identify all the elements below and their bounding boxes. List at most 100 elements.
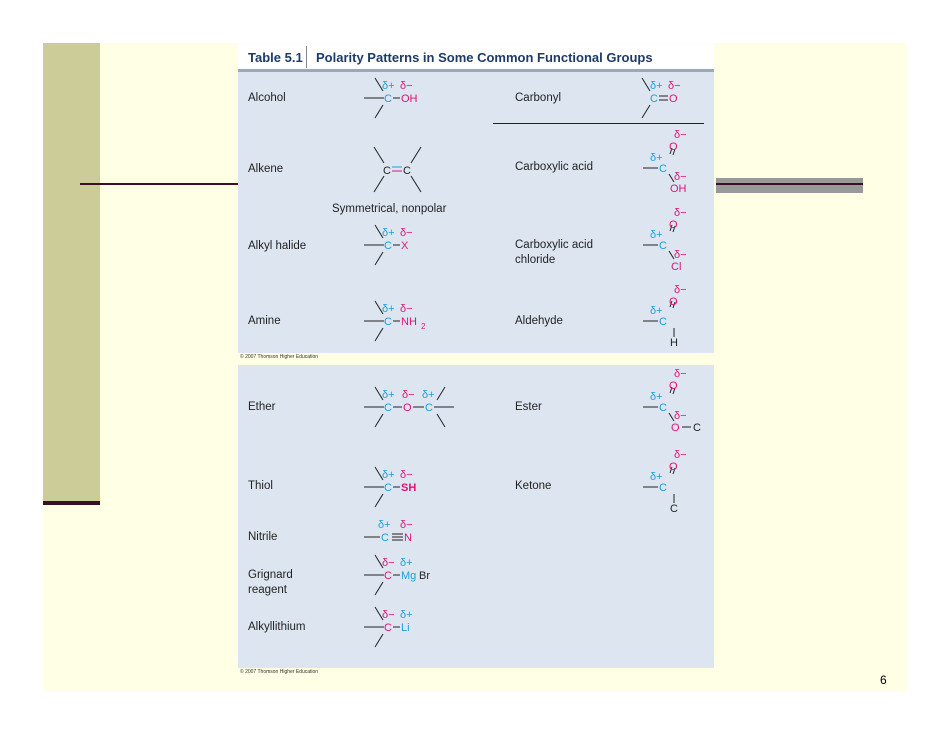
atom-grignard-c: C [384,570,392,582]
charge-carbonyl-o: δ− [668,80,681,92]
charge-acid-o: δ− [674,129,687,141]
atom-acid-oh: OH [670,183,687,195]
caption-symmetrical: Symmetrical, nonpolar [332,203,447,215]
atom-ketone-c2: C [670,503,678,515]
atom-chloride-o: O [669,219,678,231]
charge-thiol-c: δ+ [382,469,395,481]
charge-ether-c1: δ+ [382,389,395,401]
atom-lithium-li: Li [401,622,410,634]
group-name-alkene: Alkene [248,163,284,175]
atom-thiol-c: C [384,482,392,494]
charge-grignard-mg: δ+ [400,557,413,569]
table-panel-bottom: Ether Thiol Nitrile Grignard reagent Alk… [238,365,714,668]
credit-bottom: © 2007 Thomson Higher Education [240,669,319,675]
group-name-alkyl-halide: Alkyl halide [248,240,307,252]
atom-ether-c1: C [384,402,392,414]
charge-chloride-c: δ+ [650,229,663,241]
charge-acid-c: δ+ [650,152,663,164]
group-name-alkyllithium: Alkyllithium [248,621,306,633]
atom-acid-c: C [659,163,667,175]
atom-aldehyde-h: H [670,337,678,349]
charge-ether-c2: δ+ [422,389,435,401]
group-name-alcohol: Alcohol [248,92,286,104]
atom-carbonyl-c: C [650,93,658,105]
atom-ester-c: C [659,402,667,414]
group-name-carboxylic-acid-chloride: Carboxylic acid chloride [515,239,593,266]
charge-amine-n: δ− [400,303,413,315]
charge-ketone-c: δ+ [650,471,663,483]
charge-alcohol-c: δ+ [382,80,395,92]
decorative-rule-right [716,183,863,185]
charge-carbonyl-c: δ+ [650,80,663,92]
charge-acid-oh: δ− [674,171,687,183]
charge-halide-x: δ− [400,227,413,239]
atom-alcohol-oh: OH [401,93,418,105]
group-name-grignard: Grignard reagent [248,569,293,596]
charge-lithium-c: δ− [382,609,395,621]
atom-lithium-c: C [384,622,392,634]
group-name-amine: Amine [248,315,281,327]
structures-top: δ+ δ− C OH C C δ+ δ− C X δ+ δ− C NH 2 δ+… [364,77,687,349]
atom-amine-nh: NH [401,316,417,328]
charge-halide-c: δ+ [382,227,395,239]
atom-ether-o: O [403,402,412,414]
decorative-side-bar [43,43,100,501]
atom-grignard-mg: Mg [401,570,416,582]
atom-alkene-c2: C [403,165,411,177]
atom-amine-c: C [384,316,392,328]
group-name-nitrile: Nitrile [248,531,278,543]
charge-thiol-s: δ− [400,469,413,481]
charge-ketone-o: δ− [674,449,687,461]
charge-aldehyde-o: δ− [674,284,687,296]
group-name-thiol: Thiol [248,480,273,492]
atom-ketone-o: O [669,461,678,473]
atom-acid-o: O [669,141,678,153]
credit-top: © 2007 Thomson Higher Education [240,354,319,360]
charge-ester-c: δ+ [650,391,663,403]
atom-ester-o1: O [669,380,678,392]
atom-ketone-c: C [659,482,667,494]
charge-chloride-o: δ− [674,207,687,219]
charge-grignard-c: δ− [382,557,395,569]
group-name-aldehyde: Aldehyde [515,315,563,327]
atom-ester-c2: C [693,422,701,434]
charge-ether-o: δ− [402,389,415,401]
atom-grignard-br: Br [419,570,430,582]
page-number: 6 [880,673,887,687]
charge-ester-o2: δ− [674,410,687,422]
atom-thiol-sh: SH [401,482,416,494]
charge-chloride-cl: δ− [674,249,687,261]
group-name-carbonyl: Carbonyl [515,92,562,104]
decorative-side-bar-base [43,501,100,505]
title-divider [306,46,307,68]
atom-amine-subscript: 2 [421,322,426,331]
table-title-row: Table 5.1 Polarity Patterns in Some Comm… [238,44,714,72]
atom-alkene-c1: C [383,165,391,177]
carbonyl-separator [493,123,704,124]
table-title: Polarity Patterns in Some Common Functio… [316,50,653,65]
table-number: Table 5.1 [248,50,303,65]
atom-nitrile-c: C [381,532,389,544]
group-name-carboxylic-acid: Carboxylic acid [515,161,593,173]
charge-amine-c: δ+ [382,303,395,315]
atom-aldehyde-o: O [669,296,678,308]
group-name-ester: Ester [515,401,542,413]
charge-alcohol-o: δ− [400,80,413,92]
atom-alcohol-c: C [384,93,392,105]
atom-ester-o2: O [671,422,680,434]
atom-halide-c: C [384,240,392,252]
atom-chloride-cl: Cl [671,261,681,273]
atom-chloride-c: C [659,240,667,252]
charge-aldehyde-c: δ+ [650,305,663,317]
charge-nitrile-c: δ+ [378,519,391,531]
table-panel-top: Table 5.1 Polarity Patterns in Some Comm… [238,44,714,353]
atom-carbonyl-o: O [669,93,678,105]
group-name-ether: Ether [248,401,276,413]
atom-nitrile-n: N [404,532,412,544]
atom-halide-x: X [401,240,409,252]
group-name-ketone: Ketone [515,480,552,492]
decorative-rule-right-band [716,178,863,193]
charge-lithium-li: δ+ [400,609,413,621]
structures-bottom: δ+ δ− δ+ C O C δ+ δ− C SH δ+ δ− C N δ− δ… [364,368,701,648]
charge-ester-o1: δ− [674,368,687,380]
